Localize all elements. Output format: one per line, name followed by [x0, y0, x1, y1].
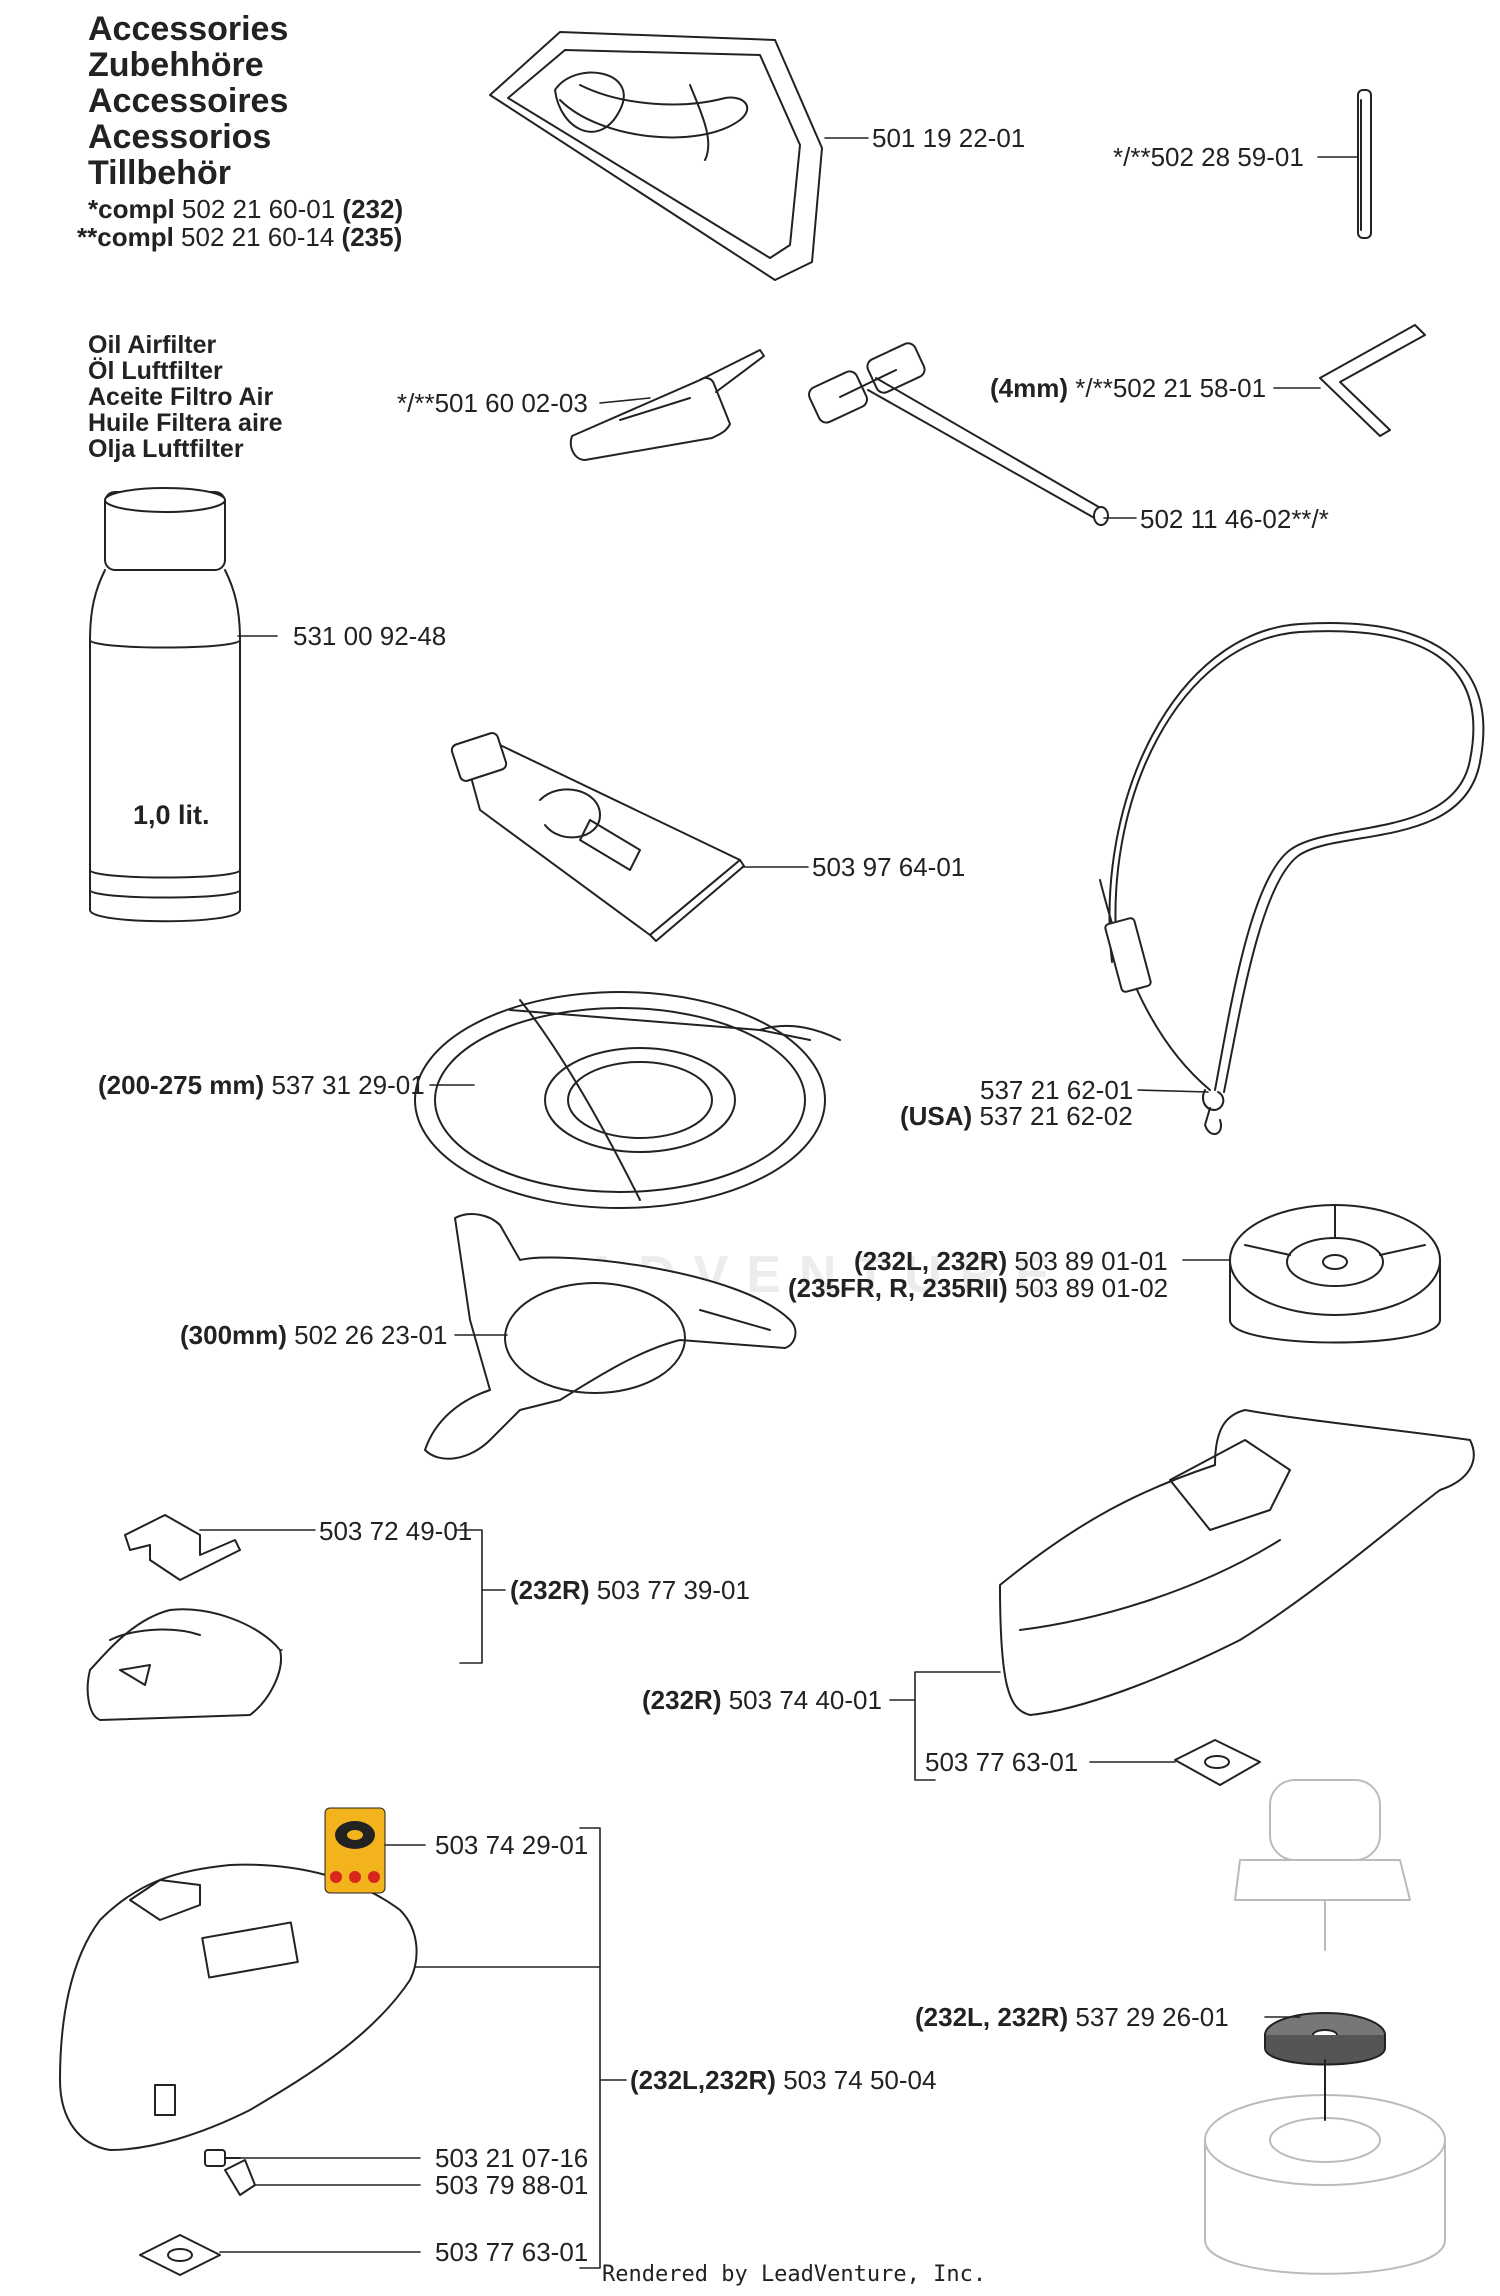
decal-illustration [324, 1807, 386, 1894]
part-qualifier-spool-cap-2: (235FR, R, 235RII) [788, 1273, 1008, 1303]
compl-235-model: (235) [341, 222, 403, 252]
part-label-screwdriver: */**501 60 02-03 [397, 390, 588, 416]
big-guard-illustration [59, 1863, 418, 2151]
part-qualifier-hex-key: (4mm) [990, 373, 1069, 403]
bracket-illustration [124, 1514, 241, 1581]
screwdriver-illustration [569, 349, 765, 461]
part-label-big-guard: (232L,232R) 503 74 50-04 [630, 2067, 936, 2093]
support-cup-illustration [1264, 2012, 1386, 2121]
part-number-spool-cap-2: 503 89 01-02 [1014, 1273, 1169, 1303]
part-number-socket-wrench: 502 11 46-02**/* [1140, 504, 1329, 534]
part-number-guard-300: 502 26 23-01 [294, 1320, 448, 1350]
part-label-support-cup: (232L, 232R) 537 29 26-01 [915, 2004, 1229, 2030]
part-number-big-guard: 503 74 50-04 [783, 2065, 937, 2095]
part-number-harness-2: 537 21 62-02 [979, 1101, 1133, 1131]
part-number-shield-232r: 503 74 40-01 [728, 1685, 882, 1715]
part-qualifier-support-cup: (232L, 232R) [915, 2002, 1069, 2032]
title-en: Accessories [88, 10, 289, 48]
part-number-screw: 503 21 07-16 [435, 2143, 589, 2173]
spool-cap-illustration [1229, 1204, 1441, 1344]
part-number-oil-bottle: 531 00 92-48 [293, 621, 447, 651]
guard-200-illustration [414, 991, 841, 1209]
part-label-guard-200: (200-275 mm) 537 31 29-01 [98, 1072, 425, 1098]
shield-232r-illustration [999, 1409, 1475, 1716]
part-number-guard-232r: 503 77 39-01 [596, 1575, 750, 1605]
part-number-plate-2: 503 77 63-01 [435, 2237, 589, 2267]
harness-illustration [1099, 622, 1485, 1135]
hex-key-illustration [1319, 324, 1426, 437]
part-number-bag: 501 19 22-01 [872, 123, 1026, 153]
compl-235-number: 502 21 60-14 [181, 222, 335, 252]
part-label-bracket: 503 72 49-01 [319, 1518, 472, 1544]
plate-right-illustration [1174, 1739, 1261, 1786]
part-label-shield-232r: (232R) 503 74 40-01 [642, 1687, 882, 1713]
part-label-harness-1: 537 21 62-01 [980, 1077, 1133, 1103]
socket-wrench-illustration [808, 342, 1109, 526]
oil-title-fr: Huile Filtera aire [88, 409, 283, 437]
part-label-plate-1: 503 77 63-01 [925, 1749, 1078, 1775]
part-qualifier-spool-cap-1: (232L, 232R) [854, 1246, 1008, 1276]
oil-bottle-illustration [89, 487, 241, 923]
part-qualifier-guard-300: (300mm) [180, 1320, 287, 1350]
part-label-decal: 503 74 29-01 [435, 1832, 588, 1858]
bottle-volume-label: 1,0 lit. [133, 800, 210, 830]
part-number-pin: */**502 28 59-01 [1113, 142, 1304, 172]
guard-300-illustration [424, 1213, 797, 1460]
part-label-plate-2: 503 77 63-01 [435, 2239, 588, 2265]
part-label-grease-tube: 503 97 64-01 [812, 854, 965, 880]
compl-235: **compl 502 21 60-14 (235) [77, 224, 402, 250]
part-number-harness-1: 537 21 62-01 [980, 1075, 1134, 1105]
oil-title-en: Oil Airfilter [88, 331, 217, 359]
part-label-pin: */**502 28 59-01 [1113, 144, 1304, 170]
compl-232-model: (232) [342, 194, 404, 224]
part-label-spool-cap-1: (232L, 232R) 503 89 01-01 [854, 1248, 1168, 1274]
trimmer-head-illustration [1204, 1779, 1446, 2275]
part-number-screwdriver: */**501 60 02-03 [397, 388, 588, 418]
oil-title-de: Öl Luftfilter [88, 357, 223, 385]
bag-illustration [489, 31, 823, 281]
part-qualifier-harness-2: (USA) [900, 1101, 973, 1131]
oil-title-es: Aceite Filtro Air [88, 383, 274, 411]
plate-bottom-illustration [139, 2234, 221, 2276]
part-label-spool-cap-2: (235FR, R, 235RII) 503 89 01-02 [788, 1275, 1168, 1301]
part-label-guard-232r: (232R) 503 77 39-01 [510, 1577, 750, 1603]
compl-232: *compl 502 21 60-01 (232) [88, 196, 403, 222]
part-number-support-cup: 537 29 26-01 [1075, 2002, 1229, 2032]
part-label-hex-key: (4mm) */**502 21 58-01 [990, 375, 1266, 401]
part-number-hex-key: */**502 21 58-01 [1075, 373, 1267, 403]
part-qualifier-shield-232r: (232R) [642, 1685, 722, 1715]
title-de: Zubehhöre [88, 46, 264, 84]
footer-credit: Rendered by LeadVenture, Inc. [602, 2262, 987, 2287]
part-number-guard-200: 537 31 29-01 [271, 1070, 425, 1100]
part-number-decal: 503 74 29-01 [435, 1830, 589, 1860]
part-label-screw: 503 21 07-16 [435, 2145, 588, 2171]
part-qualifier-big-guard: (232L,232R) [630, 2065, 776, 2095]
part-number-grease-tube: 503 97 64-01 [812, 852, 966, 882]
part-qualifier-guard-232r: (232R) [510, 1575, 590, 1605]
part-label-bag: 501 19 22-01 [872, 125, 1025, 151]
leader-lines [199, 137, 1359, 2269]
part-number-plate-1: 503 77 63-01 [925, 1747, 1079, 1777]
compl-232-prefix: *compl [88, 194, 175, 224]
title-fr: Accessoires [88, 82, 289, 120]
pin-illustration [1357, 89, 1372, 239]
title-sv: Tillbehör [88, 154, 231, 192]
title-pt: Acessorios [88, 118, 272, 156]
part-label-nut-bracket: 503 79 88-01 [435, 2172, 588, 2198]
compl-235-prefix: **compl [77, 222, 174, 252]
nut-bracket-illustration [224, 2159, 256, 2196]
part-number-spool-cap-1: 503 89 01-01 [1014, 1246, 1168, 1276]
part-label-oil-bottle: 531 00 92-48 [293, 623, 446, 649]
guard-232r-illustration [86, 1608, 282, 1721]
part-label-guard-300: (300mm) 502 26 23-01 [180, 1322, 447, 1348]
part-label-socket-wrench: 502 11 46-02**/* [1140, 506, 1329, 532]
part-label-harness-2: (USA) 537 21 62-02 [900, 1103, 1133, 1129]
part-number-nut-bracket: 503 79 88-01 [435, 2170, 589, 2200]
part-qualifier-guard-200: (200-275 mm) [98, 1070, 265, 1100]
grease-tube-illustration [450, 732, 745, 942]
compl-232-number: 502 21 60-01 [181, 194, 336, 224]
oil-title-sv: Olja Luftfilter [88, 435, 244, 463]
part-number-bracket: 503 72 49-01 [319, 1516, 473, 1546]
